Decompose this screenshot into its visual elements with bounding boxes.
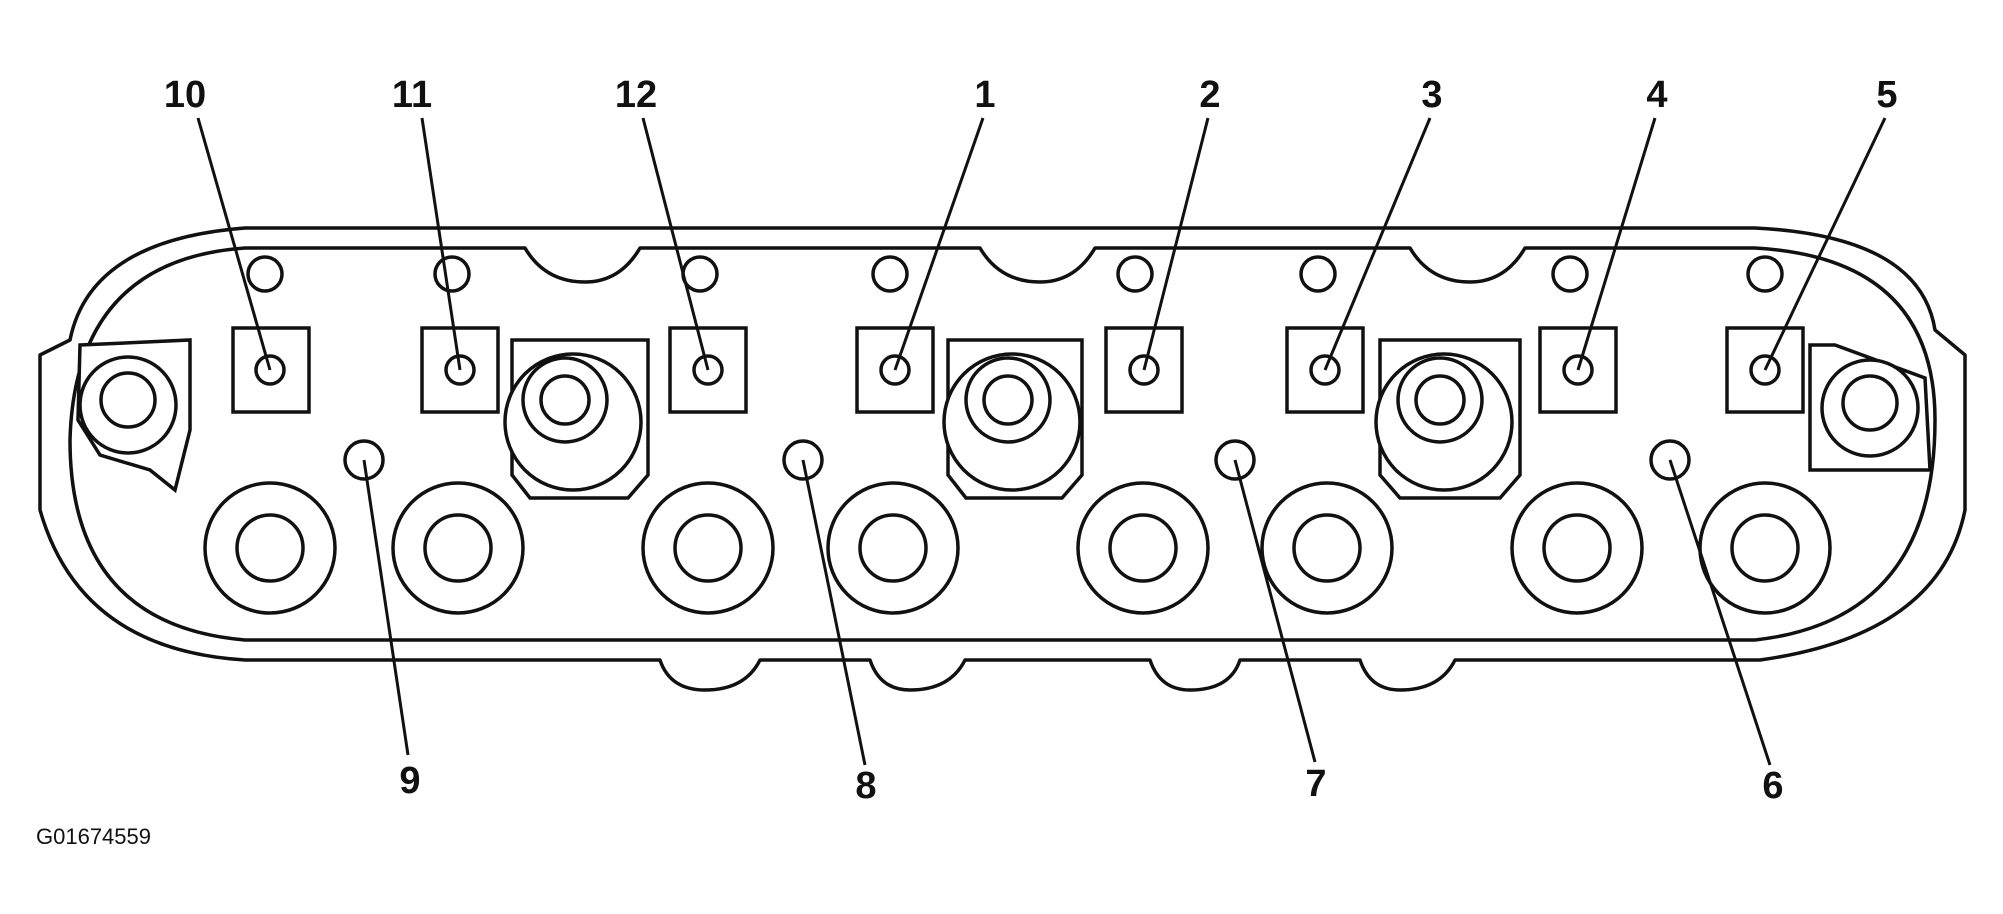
callout-9: 9: [399, 760, 420, 802]
bottom-port-rings: [203, 481, 1832, 615]
leader-11: [420, 117, 462, 371]
leader-6: [1668, 459, 1772, 766]
leader-3: [1323, 117, 1432, 371]
callout-10: 10: [164, 74, 206, 116]
leader-1: [893, 117, 985, 371]
leader-8: [801, 459, 867, 766]
leader-4: [1576, 117, 1657, 371]
top-dowel-holes: [246, 255, 1784, 293]
leader-5: [1763, 117, 1887, 371]
callout-3: 3: [1421, 74, 1442, 116]
spark-plug-boss-2: [942, 338, 1084, 500]
callout-5: 5: [1876, 74, 1897, 116]
head-inner-outline: [68, 246, 1937, 642]
callout-2: 2: [1199, 74, 1220, 116]
spark-plug-boss-1: [503, 338, 650, 500]
callout-6: 6: [1762, 765, 1783, 807]
bolt-10: [231, 326, 311, 414]
right-end-boss: [1808, 343, 1932, 472]
leader-10: [196, 117, 272, 371]
leader-2: [1142, 117, 1210, 371]
callout-8: 8: [855, 765, 876, 807]
callout-1: 1: [974, 74, 995, 116]
callout-7: 7: [1305, 763, 1326, 805]
leader-12: [641, 117, 710, 371]
callout-12: 12: [615, 74, 657, 116]
leader-7: [1233, 459, 1317, 763]
figure-id: G01674559: [36, 824, 151, 849]
head-outer-outline: [38, 226, 1967, 692]
callout-11: 11: [392, 74, 432, 116]
leader-9: [362, 459, 410, 756]
callout-4: 4: [1646, 74, 1667, 116]
left-end-boss: [76, 338, 192, 494]
spark-plug-boss-3: [1374, 338, 1522, 500]
